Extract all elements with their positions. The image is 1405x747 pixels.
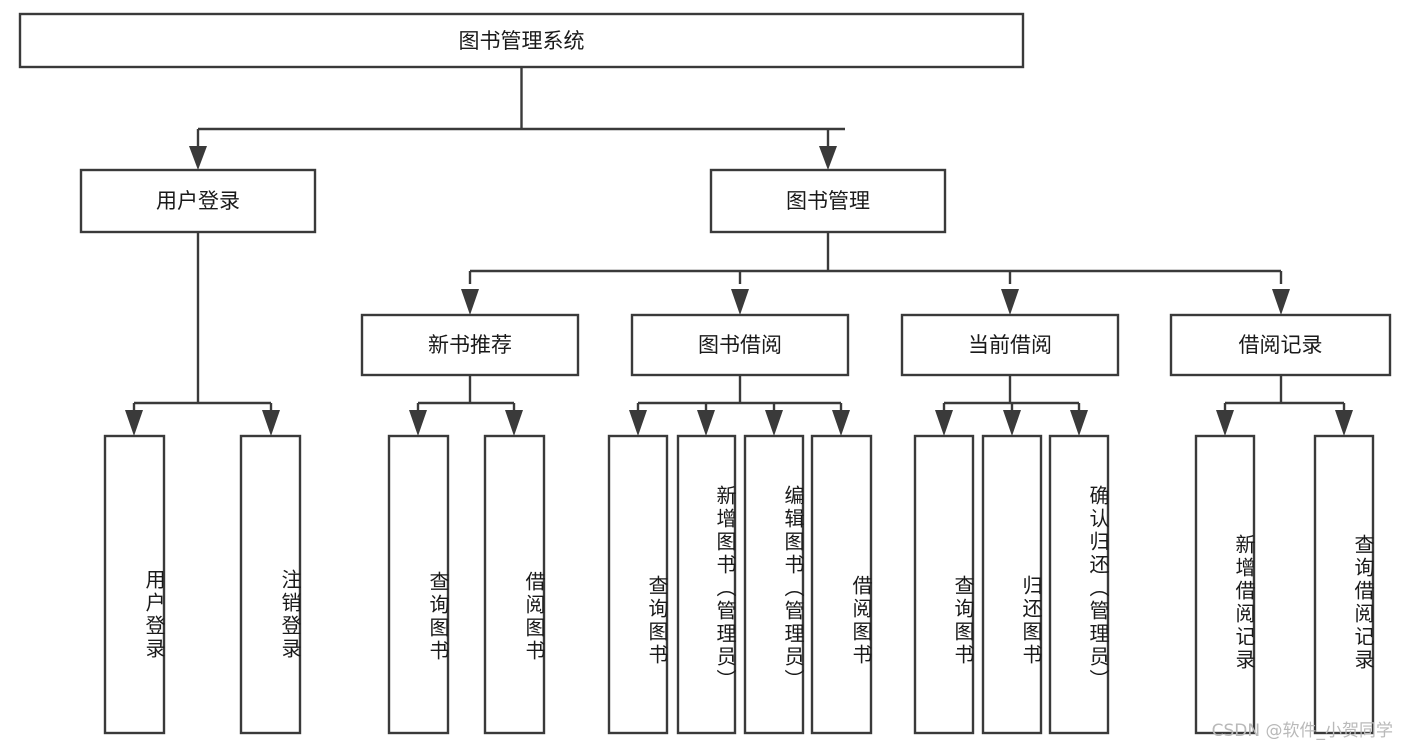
arrow-to-book-management <box>819 146 837 170</box>
node-leaf-edit-book-admin[interactable] <box>743 434 805 735</box>
node-new-book-recommendation-label: 新书推荐 <box>428 333 512 357</box>
node-root-label: 图书管理系统 <box>459 29 585 53</box>
node-book-management-label: 图书管理 <box>786 189 870 213</box>
node-root-book-management-system[interactable] <box>18 12 1025 69</box>
node-user-login[interactable] <box>79 168 317 234</box>
node-current-borrow[interactable] <box>900 313 1120 377</box>
node-leaf-add-borrow-record[interactable] <box>1194 434 1256 735</box>
node-leaf-confirm-return-admin[interactable] <box>1048 434 1110 735</box>
node-leaf-query-book-recommend[interactable] <box>387 434 450 735</box>
node-book-borrow-label: 图书借阅 <box>698 333 782 357</box>
connector-root-to-level2 <box>189 67 845 170</box>
connector-userlogin-to-leaves <box>125 232 280 436</box>
node-borrow-record[interactable] <box>1169 313 1392 377</box>
connector-bookborrow-to-leaves <box>629 375 850 436</box>
node-leaf-borrow-book-recommend[interactable] <box>483 434 546 735</box>
connector-currentborrow-to-leaves <box>935 375 1088 436</box>
node-book-management[interactable] <box>709 168 947 234</box>
node-leaf-query-book-current[interactable] <box>913 434 975 735</box>
node-user-login-label: 用户登录 <box>156 189 240 213</box>
node-leaf-borrow-book[interactable] <box>810 434 873 735</box>
node-leaf-user-login[interactable] <box>103 434 166 735</box>
arrow-to-user-login <box>189 146 207 170</box>
node-new-book-recommendation[interactable] <box>360 313 580 377</box>
node-current-borrow-label: 当前借阅 <box>968 333 1052 357</box>
node-leaf-query-borrow-record[interactable] <box>1313 434 1375 735</box>
node-book-borrow[interactable] <box>630 313 850 377</box>
connector-borrowrecord-to-leaves <box>1216 375 1353 436</box>
node-leaf-query-book-borrow[interactable] <box>607 434 669 735</box>
connector-bookmgmt-to-level3 <box>461 232 1290 315</box>
connector-newbook-to-leaves <box>409 375 523 436</box>
node-leaf-return-book[interactable] <box>981 434 1043 735</box>
node-leaf-logout[interactable] <box>239 434 302 735</box>
node-borrow-record-label: 借阅记录 <box>1239 333 1323 357</box>
node-leaf-add-book-admin[interactable] <box>676 434 737 735</box>
